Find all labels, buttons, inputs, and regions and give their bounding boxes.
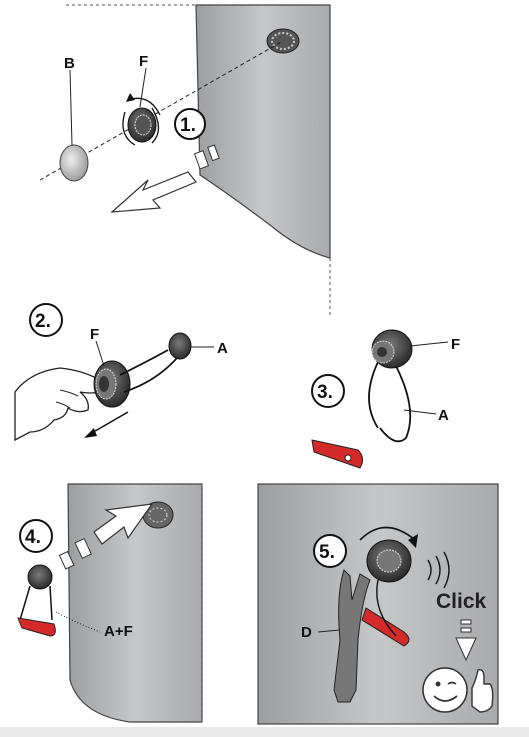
step3-diagram: 3. F A [311,329,460,469]
label-f-right: F [451,336,460,353]
appliance-panel [195,4,331,259]
cap-a-mid [168,332,192,360]
step5-diagram: 5. D Click [257,483,499,725]
step-3-number: 3. [317,382,333,403]
label-a-right: A [438,407,449,424]
arrow-down-icon [455,619,477,662]
plug-assembly [27,564,53,590]
thumbs-up-smiley-icon [422,667,494,713]
plug-f [122,93,161,146]
label-f-mid: F [90,326,99,343]
step4-diagram: 4. A+F [17,483,203,723]
footer-bar [0,727,529,737]
hand-icon [14,367,102,442]
arrow-icon [110,144,220,213]
plug-f-mid [93,360,131,408]
red-key-5 [361,607,410,647]
step2-diagram: 2. A F [14,303,228,442]
step-2-number: 2. [35,311,51,332]
step-4-number: 4. [25,527,41,548]
label-b: B [64,55,75,72]
label-af: A+F [104,623,133,640]
label-a-mid: A [217,340,228,357]
red-key [311,439,364,469]
step-5-number: 5. [319,542,335,563]
plug-f-right [371,329,413,369]
tool-d [333,569,371,703]
click-text: Click [436,590,487,613]
arrow-icon [58,503,154,570]
threaded-hole [266,28,300,54]
sound-waves-icon [427,551,450,589]
axis-line [39,40,284,181]
cap-b [59,144,89,182]
label-f-top: F [139,53,148,70]
step-1-number: 1. [180,115,196,136]
step1-diagram: B F 1. [39,4,331,318]
red-key-4 [17,617,56,637]
rotation-arrow-icon [359,526,416,541]
label-d: D [301,624,312,641]
